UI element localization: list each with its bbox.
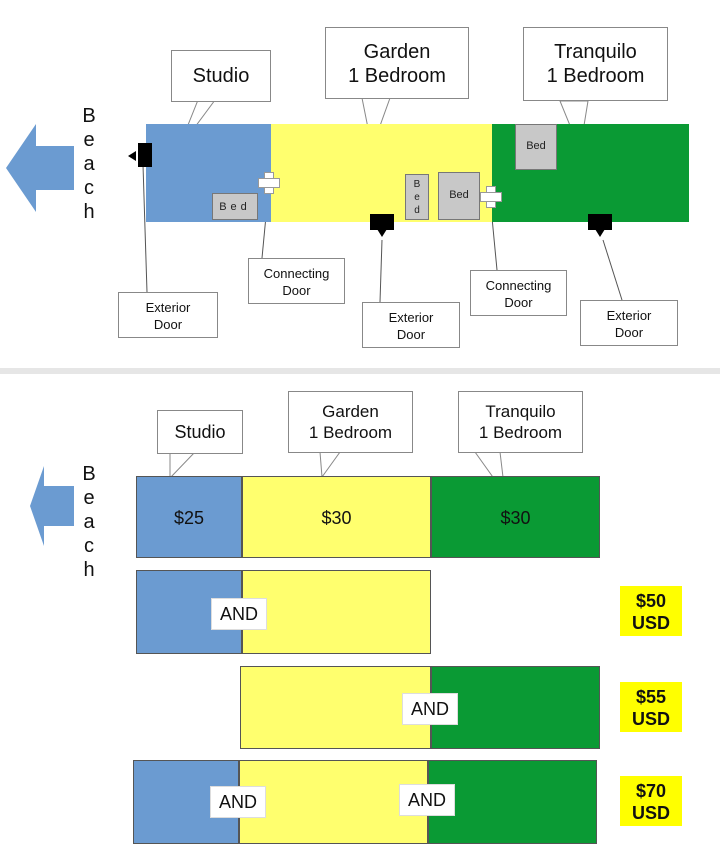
studio-door-arrow-icon xyxy=(128,151,136,161)
studio-rate-block xyxy=(136,476,242,558)
studio-rate: $25 xyxy=(173,508,205,528)
beach-label-vertical: B e a c h xyxy=(80,104,98,224)
tranquilo-rate: $30 xyxy=(500,508,531,528)
combo3-price-tag: $70 USD xyxy=(620,776,682,826)
combo3-and-label-1: AND xyxy=(210,786,266,818)
panel-divider xyxy=(0,368,720,374)
combo1-price-tag: $50 USD xyxy=(620,586,682,636)
pricing-garden-callout: Garden 1 Bedroom xyxy=(288,391,413,453)
beach-arrow-icon xyxy=(6,124,74,212)
beach-letter: e xyxy=(83,487,95,509)
pricing-beach-label-vertical: B e a c h xyxy=(80,462,98,582)
tranquilo-exterior-door-callout: Exterior Door xyxy=(580,300,678,346)
tranquilo-rate-block xyxy=(431,476,600,558)
beach-letter: e xyxy=(83,129,95,151)
tranquilo-exterior-door-icon xyxy=(588,214,612,230)
studio-exterior-door-icon xyxy=(138,143,152,167)
pricing-studio-callout: Studio xyxy=(157,410,243,454)
beach-letter: a xyxy=(83,511,95,533)
connecting-door-1-callout: Connecting Door xyxy=(248,258,345,304)
garden-door-arrow-icon xyxy=(377,229,387,237)
garden-bed-large: Bed xyxy=(438,172,480,220)
studio-exterior-door-callout: Exterior Door xyxy=(118,292,218,338)
pricing-panel: B e a c h Studio Garden 1 Bedroom Tranqu… xyxy=(0,374,720,865)
connecting-door-2-callout: Connecting Door xyxy=(470,270,567,316)
studio-callout: Studio xyxy=(171,50,271,102)
pricing-lines xyxy=(30,451,506,546)
beach-letter: c xyxy=(84,535,94,557)
pricing-beach-arrow-icon xyxy=(30,466,74,546)
combo3-tranquilo-block xyxy=(428,760,597,844)
garden-exterior-door-icon xyxy=(370,214,394,230)
combo3-garden-block xyxy=(239,760,428,844)
garden-exterior-door-callout: Exterior Door xyxy=(362,302,460,348)
combo2-and-label: AND xyxy=(402,693,458,725)
tranquilo-callout: Tranquilo 1 Bedroom xyxy=(523,27,668,101)
pricing-tranquilo-callout: Tranquilo 1 Bedroom xyxy=(458,391,583,453)
combo2-garden-block xyxy=(240,666,431,749)
combo1-and-label: AND xyxy=(211,598,267,630)
garden-rate: $30 xyxy=(321,508,352,528)
beach-letter: B xyxy=(82,463,96,485)
beach-letter: B xyxy=(82,105,96,127)
combo2-price-tag: $55 USD xyxy=(620,682,682,732)
beach-letter: h xyxy=(83,559,95,581)
combo1-garden-block xyxy=(242,570,431,654)
beach-letter: c xyxy=(84,177,94,199)
floor-plan-panel: B e a c h Bed B e d Bed Bed Studio Garde… xyxy=(0,0,720,368)
combo2-tranquilo-block xyxy=(431,666,600,749)
garden-rate-block xyxy=(242,476,431,558)
beach-letter: h xyxy=(83,201,95,223)
combo3-and-label-2: AND xyxy=(399,784,455,816)
garden-callout: Garden 1 Bedroom xyxy=(325,27,469,99)
tranquilo-bed: Bed xyxy=(515,124,557,170)
garden-bed-small: B e d xyxy=(405,174,429,220)
tranquilo-door-arrow-icon xyxy=(595,229,605,237)
connecting-door-1-icon xyxy=(258,172,280,194)
floor-plan-lines xyxy=(6,97,623,303)
studio-bed: Bed xyxy=(212,193,258,220)
beach-letter: a xyxy=(83,153,95,175)
connecting-door-2-icon xyxy=(480,186,502,208)
